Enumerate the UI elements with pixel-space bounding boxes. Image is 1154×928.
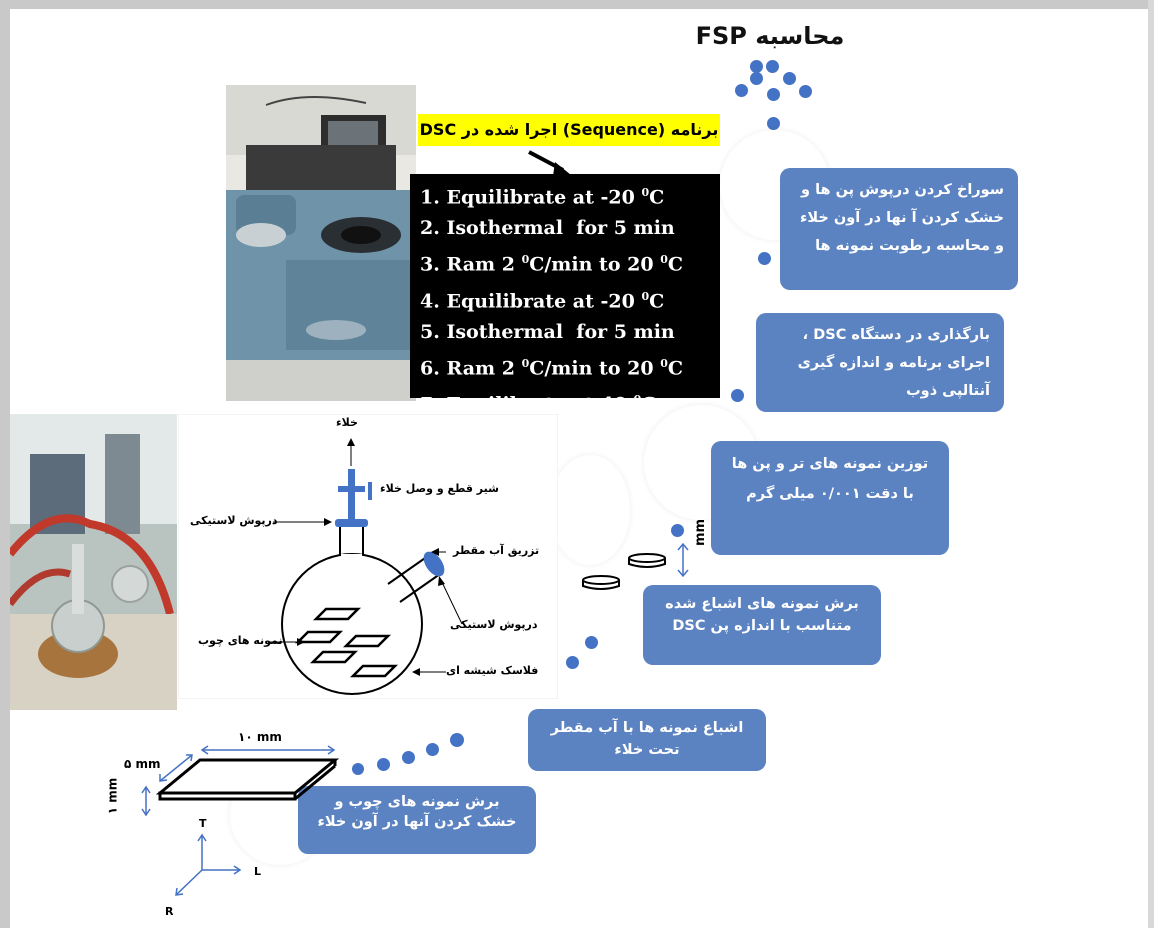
sequence-arrow-icon	[528, 150, 571, 176]
label-flask: فلاسک شیشه ای	[446, 664, 539, 677]
label-valve: شیر قطع و وصل خلاء	[380, 482, 499, 495]
flow-dot	[783, 72, 796, 85]
window-frame-top	[0, 0, 1154, 9]
step-load-box: بارگذاری در دستگاه DSC ، اجرای برنامه و …	[756, 313, 1004, 412]
flow-dot	[671, 524, 684, 537]
flow-dot	[799, 85, 812, 98]
flow-dot	[750, 72, 763, 85]
step-cut-saturated-box: برش نمونه های اشباع شده متناسب با اندازه…	[643, 585, 881, 665]
axis-label-t: T	[199, 817, 207, 830]
flow-dot	[758, 252, 771, 265]
flow-dot	[426, 743, 439, 756]
flow-dot	[735, 84, 748, 97]
sequence-step: 3. Ram 2 0C/min to 20 0C	[420, 253, 683, 276]
label-wood-samples: نمونه های چوب	[198, 634, 283, 647]
label-thickness: ۱ mm	[105, 777, 120, 815]
flow-dot	[731, 389, 744, 402]
flow-dot	[402, 751, 415, 764]
step-cut-dry-box: برش نمونه های چوب و خشک کردن آنها در آون…	[298, 786, 536, 854]
step-saturate-box: اشباع نمونه ها با آب مقطر تحت خلاء	[528, 709, 766, 771]
sequence-list: 1. Equilibrate at -20 0C 2. Isothermal f…	[410, 174, 720, 416]
window-frame-left	[0, 0, 10, 928]
step-weigh-box: توزین نمونه های تر و پن ها با دقت ۰/۰۰۱ …	[711, 441, 949, 555]
flow-dot	[767, 88, 780, 101]
vacuum-flask-photo	[10, 414, 177, 710]
label-width: ۵ mm	[124, 757, 161, 771]
label-length: ۱۰ mm	[238, 730, 282, 744]
axis-label-l: L	[254, 865, 262, 878]
flow-dot	[450, 733, 464, 747]
flow-dot	[352, 763, 364, 775]
sequence-step: 4. Equilibrate at -20 0C	[420, 289, 665, 312]
flow-dot	[767, 117, 780, 130]
window-frame-right	[1148, 0, 1154, 928]
diagram-title: محاسبه FSP	[695, 22, 845, 50]
label-water-inject: تزریق آب مقطر	[453, 544, 540, 557]
flow-dot	[750, 60, 763, 73]
flow-dot	[766, 60, 779, 73]
label-stopper-top: درپوش لاستیکی	[190, 514, 278, 527]
axis-label-r: R	[165, 905, 174, 918]
vacuum-apparatus-diagram: خلاء شیر قطع و وصل خلاء درپوش لاستیکی تز…	[178, 414, 558, 699]
flow-dot	[566, 656, 579, 669]
sequence-step: 5. Isothermal for 5 min	[420, 320, 675, 343]
sequence-label: برنامه (Sequence) اجرا شده در DSC	[418, 114, 720, 146]
pan-dimension-label: mm	[693, 518, 708, 546]
step-circle	[550, 455, 630, 565]
step-drill-box: سوراخ کردن درپوش پن ها و خشک کردن آ نها …	[780, 168, 1018, 290]
dsc-instrument-photo	[226, 85, 416, 401]
sequence-step: 2. Isothermal for 5 min	[420, 217, 675, 240]
flow-dot	[585, 636, 598, 649]
label-vacuum: خلاء	[336, 416, 358, 429]
flow-dot	[377, 758, 390, 771]
sequence-step: 6. Ram 2 0C/min to 20 0C	[420, 356, 683, 380]
sequence-step: 1. Equilibrate at -20 0C	[420, 186, 665, 209]
sequence-step: 7. Equilibrate at 40 0C	[420, 393, 657, 416]
wood-specimen-diagram: ۱۰ mm ۵ mm ۱ mm T L R	[105, 725, 370, 925]
label-stopper-side: درپوش لاستیکی	[450, 618, 538, 631]
